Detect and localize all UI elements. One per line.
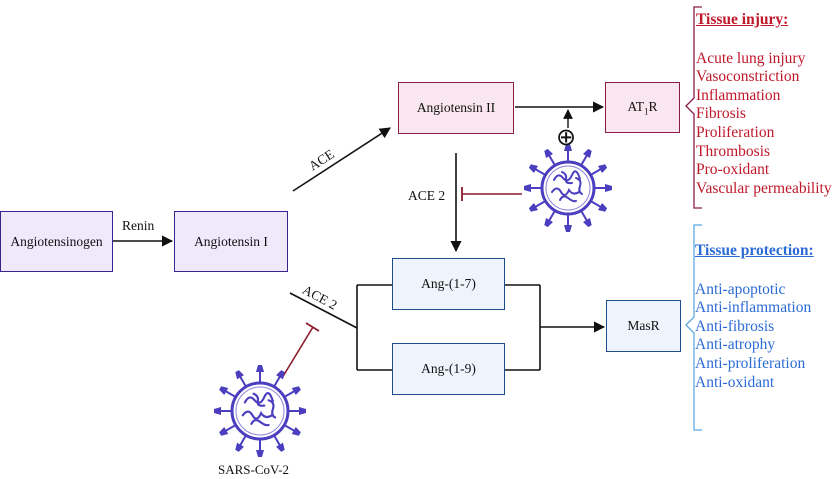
protection-item: Anti-proliferation bbox=[695, 354, 806, 372]
protection-item: Anti-atrophy bbox=[695, 336, 776, 354]
masr-box: MasR bbox=[606, 300, 681, 352]
angiotensin-i-label: Angiotensin I bbox=[194, 233, 268, 249]
protection-item: Anti-fibrosis bbox=[695, 317, 775, 335]
angiotensin-ii-label: Angiotensin II bbox=[416, 100, 496, 115]
protection-item: Anti-apoptotic bbox=[695, 280, 786, 298]
protection-item: Anti-inflammation bbox=[695, 299, 812, 317]
injury-bracket bbox=[685, 6, 702, 209]
tissue-protection-list: Tissue protection: Anti-apoptotic Anti-i… bbox=[695, 242, 814, 392]
at1r-box: AT1R bbox=[605, 82, 680, 133]
inhibit-line-lower bbox=[281, 326, 314, 379]
sars-cov-2-label: SARS-CoV-2 bbox=[218, 462, 290, 477]
virus-icon bbox=[524, 144, 612, 232]
injury-item: Thrombosis bbox=[696, 142, 771, 160]
ang-1-7-box: Ang-(1-7) bbox=[392, 258, 505, 310]
tissue-injury-title: Tissue injury: bbox=[696, 11, 789, 28]
renin-label: Renin bbox=[122, 218, 155, 233]
protection-item: Anti-oxidant bbox=[695, 373, 775, 391]
injury-item: Vascular permeability bbox=[696, 179, 832, 197]
angiotensinogen-label: Angiotensinogen bbox=[10, 233, 103, 249]
protection-bracket bbox=[685, 224, 702, 431]
ang-1-7-label: Ang-(1-7) bbox=[421, 276, 476, 291]
injury-item: Fibrosis bbox=[696, 105, 746, 123]
inhibit-bar-lower bbox=[305, 322, 320, 332]
plus-icon: ⊕ bbox=[556, 123, 577, 151]
injury-item: Vasoconstriction bbox=[696, 68, 800, 86]
masr-label: MasR bbox=[627, 318, 660, 333]
ace2-diagonal bbox=[289, 292, 358, 329]
ace2-upper-label: ACE 2 bbox=[408, 188, 446, 203]
injury-item: Inflammation bbox=[696, 86, 781, 104]
angiotensin-ii-box: Angiotensin II bbox=[398, 82, 514, 134]
tissue-injury-list: Tissue injury: Acute lung injury Vasocon… bbox=[696, 11, 832, 198]
tissue-protection-title: Tissue protection: bbox=[695, 242, 814, 259]
virus-icon bbox=[214, 365, 306, 457]
injury-item: Acute lung injury bbox=[696, 49, 806, 67]
injury-item: Proliferation bbox=[696, 123, 775, 141]
ang-1-9-label: Ang-(1-9) bbox=[421, 361, 476, 376]
ace-arrow bbox=[292, 127, 391, 192]
ang-1-9-box: Ang-(1-9) bbox=[392, 343, 505, 395]
angiotensin-i-box: Angiotensin I bbox=[174, 211, 288, 272]
at1r-label: AT1R bbox=[627, 98, 658, 117]
angiotensinogen-box: Angiotensinogen bbox=[0, 211, 113, 272]
injury-item: Pro-oxidant bbox=[696, 161, 770, 179]
